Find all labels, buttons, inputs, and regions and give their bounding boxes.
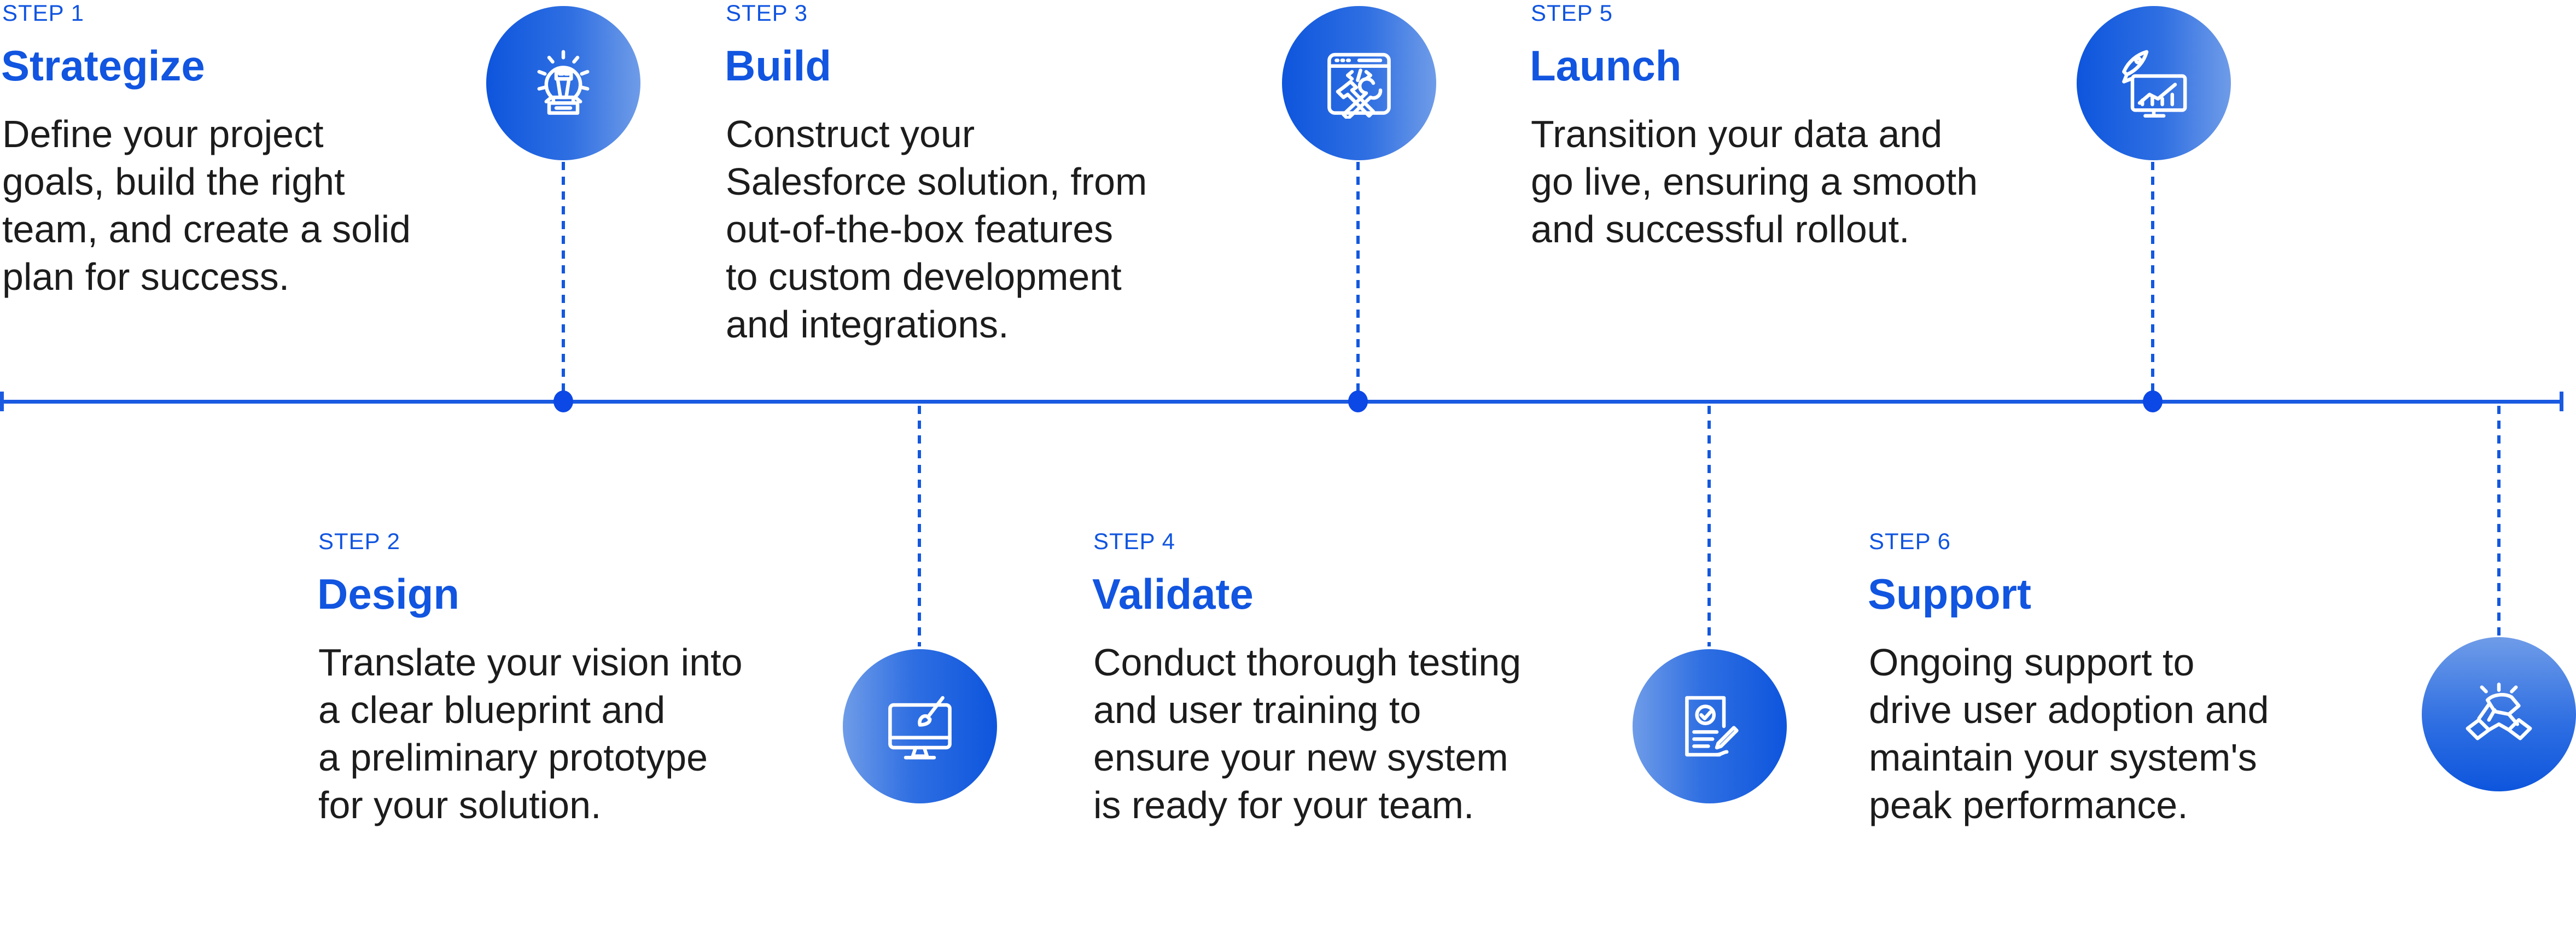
step-description: Ongoing support to drive user adoption a…	[1869, 639, 2269, 829]
description-line: and user training to	[1093, 689, 1421, 731]
description-line: Ongoing support to	[1869, 641, 2195, 684]
connector-step-3	[1356, 162, 1360, 397]
description-line: Define your project	[2, 113, 324, 155]
connector-step-5	[2151, 162, 2154, 397]
timeline-dot-step-1	[553, 390, 573, 412]
timeline-start-cap	[0, 392, 4, 411]
description-line: go live, ensuring a smooth	[1531, 160, 1978, 203]
description-line: for your solution.	[318, 784, 602, 826]
connector-step-4	[1707, 406, 1711, 646]
description-line: Salesforce solution, from	[726, 160, 1147, 203]
description-line: a preliminary prototype	[318, 736, 708, 779]
step-description: Transition your data and go live, ensuri…	[1531, 110, 1978, 253]
monitor-paintbrush-icon	[888, 696, 952, 760]
step-title: Design	[317, 570, 460, 618]
timeline-dot-step-5	[2143, 390, 2163, 412]
description-line: plan for success.	[2, 255, 290, 298]
step-description: Translate your vision into a clear bluep…	[318, 639, 743, 829]
step-3-icon-circle	[1282, 6, 1436, 160]
rocket-chart-monitor-icon	[2122, 50, 2187, 118]
step-title: Launch	[1530, 42, 1682, 90]
step-label: STEP 2	[318, 528, 400, 554]
description-line: a clear blueprint and	[318, 689, 666, 731]
description-line: Transition your data and	[1531, 113, 1943, 155]
description-line: is ready for your team.	[1093, 784, 1475, 826]
connector-step-6	[2497, 406, 2501, 636]
timeline-dot-step-3	[1348, 390, 1368, 412]
description-line: Conduct thorough testing	[1093, 641, 1522, 684]
step-label: STEP 3	[726, 0, 808, 26]
step-6-icon-circle	[2422, 637, 2576, 791]
step-title: Support	[1868, 570, 2031, 618]
step-description: Construct your Salesforce solution, from…	[726, 110, 1147, 348]
description-line: and successful rollout.	[1531, 208, 1910, 250]
strategy-chess-gear-icon	[537, 50, 590, 115]
connector-step-1	[562, 162, 565, 397]
document-checkmark-icon	[1685, 696, 1739, 757]
code-window-tools-icon	[1327, 53, 1391, 119]
description-line: goals, build the right	[2, 160, 345, 203]
step-1-icon-circle	[486, 6, 640, 160]
description-line: peak performance.	[1869, 784, 2188, 826]
step-label: STEP 4	[1093, 528, 1175, 554]
step-description: Conduct thorough testing and user traini…	[1093, 639, 1521, 829]
timeline-end-cap	[2560, 392, 2563, 411]
description-line: Construct your	[726, 113, 975, 155]
step-label: STEP 6	[1869, 528, 1951, 554]
description-line: team, and create a solid	[2, 208, 411, 250]
description-line: drive user adoption and	[1869, 689, 2269, 731]
timeline-axis	[2, 400, 2562, 404]
step-title: Validate	[1092, 570, 1254, 618]
step-label: STEP 5	[1531, 0, 1613, 26]
step-title: Build	[725, 42, 831, 90]
step-description: Define your project goals, build the rig…	[2, 110, 411, 301]
description-line: to custom development	[726, 255, 1122, 298]
step-4-icon-circle	[1633, 649, 1787, 803]
description-line: ensure your new system	[1093, 736, 1508, 779]
step-title: Strategize	[1, 42, 205, 90]
description-line: and integrations.	[726, 303, 1009, 346]
step-label: STEP 1	[2, 0, 84, 26]
step-5-icon-circle	[2077, 6, 2231, 160]
step-2-icon-circle	[843, 649, 997, 803]
description-line: maintain your system's	[1869, 736, 2257, 779]
description-line: Translate your vision into	[318, 641, 743, 684]
description-line: out-of-the-box features	[726, 208, 1114, 250]
handshake-icon	[2466, 683, 2532, 741]
connector-step-2	[918, 406, 921, 646]
